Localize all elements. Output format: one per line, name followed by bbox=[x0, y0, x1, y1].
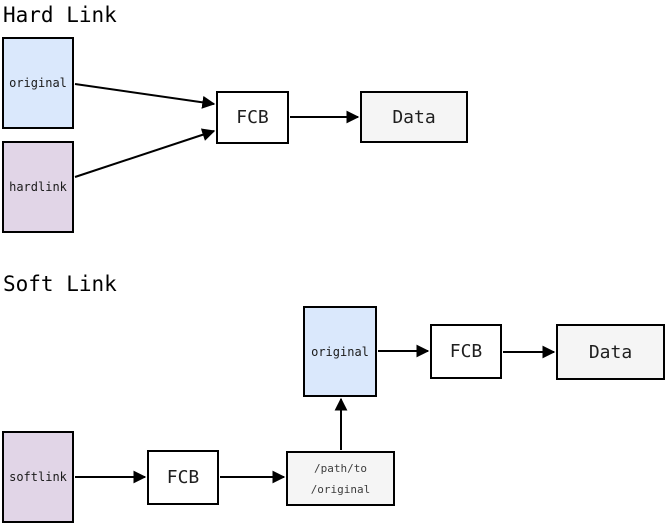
hard-link-hardlink-label: hardlink bbox=[9, 180, 67, 194]
hard-link-fcb-node: FCB bbox=[216, 91, 289, 144]
soft-link-softlink-node: softlink bbox=[2, 431, 74, 523]
soft-link-original-label: original bbox=[311, 344, 369, 359]
soft-link-fcb-left-node: FCB bbox=[147, 450, 219, 505]
soft-link-fcb-left-label: FCB bbox=[166, 467, 200, 488]
hard-link-original-node: original bbox=[2, 37, 74, 129]
soft-link-fcb-right-label: FCB bbox=[449, 341, 483, 362]
soft-link-section-title: Soft Link bbox=[3, 272, 117, 296]
soft-link-path-node: /path/to /original bbox=[286, 451, 395, 506]
soft-link-data-label: Data bbox=[588, 341, 633, 363]
hard-link-data-label: Data bbox=[392, 106, 436, 128]
arrow-original-to-fcb bbox=[74, 83, 216, 109]
hard-link-data-node: Data bbox=[360, 91, 468, 143]
hard-link-hardlink-node: hardlink bbox=[2, 141, 74, 233]
soft-link-path-line1: /path/to bbox=[314, 461, 367, 475]
soft-link-softlink-label: softlink bbox=[9, 470, 67, 484]
hard-link-original-label: original bbox=[9, 76, 67, 90]
hard-link-section-title: Hard Link bbox=[3, 3, 117, 27]
soft-link-original-node: original bbox=[303, 306, 377, 397]
soft-link-path-line2: /original bbox=[310, 482, 371, 496]
soft-link-data-node: Data bbox=[556, 324, 665, 380]
soft-link-fcb-right-node: FCB bbox=[430, 324, 502, 379]
hard-link-fcb-label: FCB bbox=[236, 107, 269, 128]
arrow-hardlink-to-fcb bbox=[74, 128, 216, 178]
